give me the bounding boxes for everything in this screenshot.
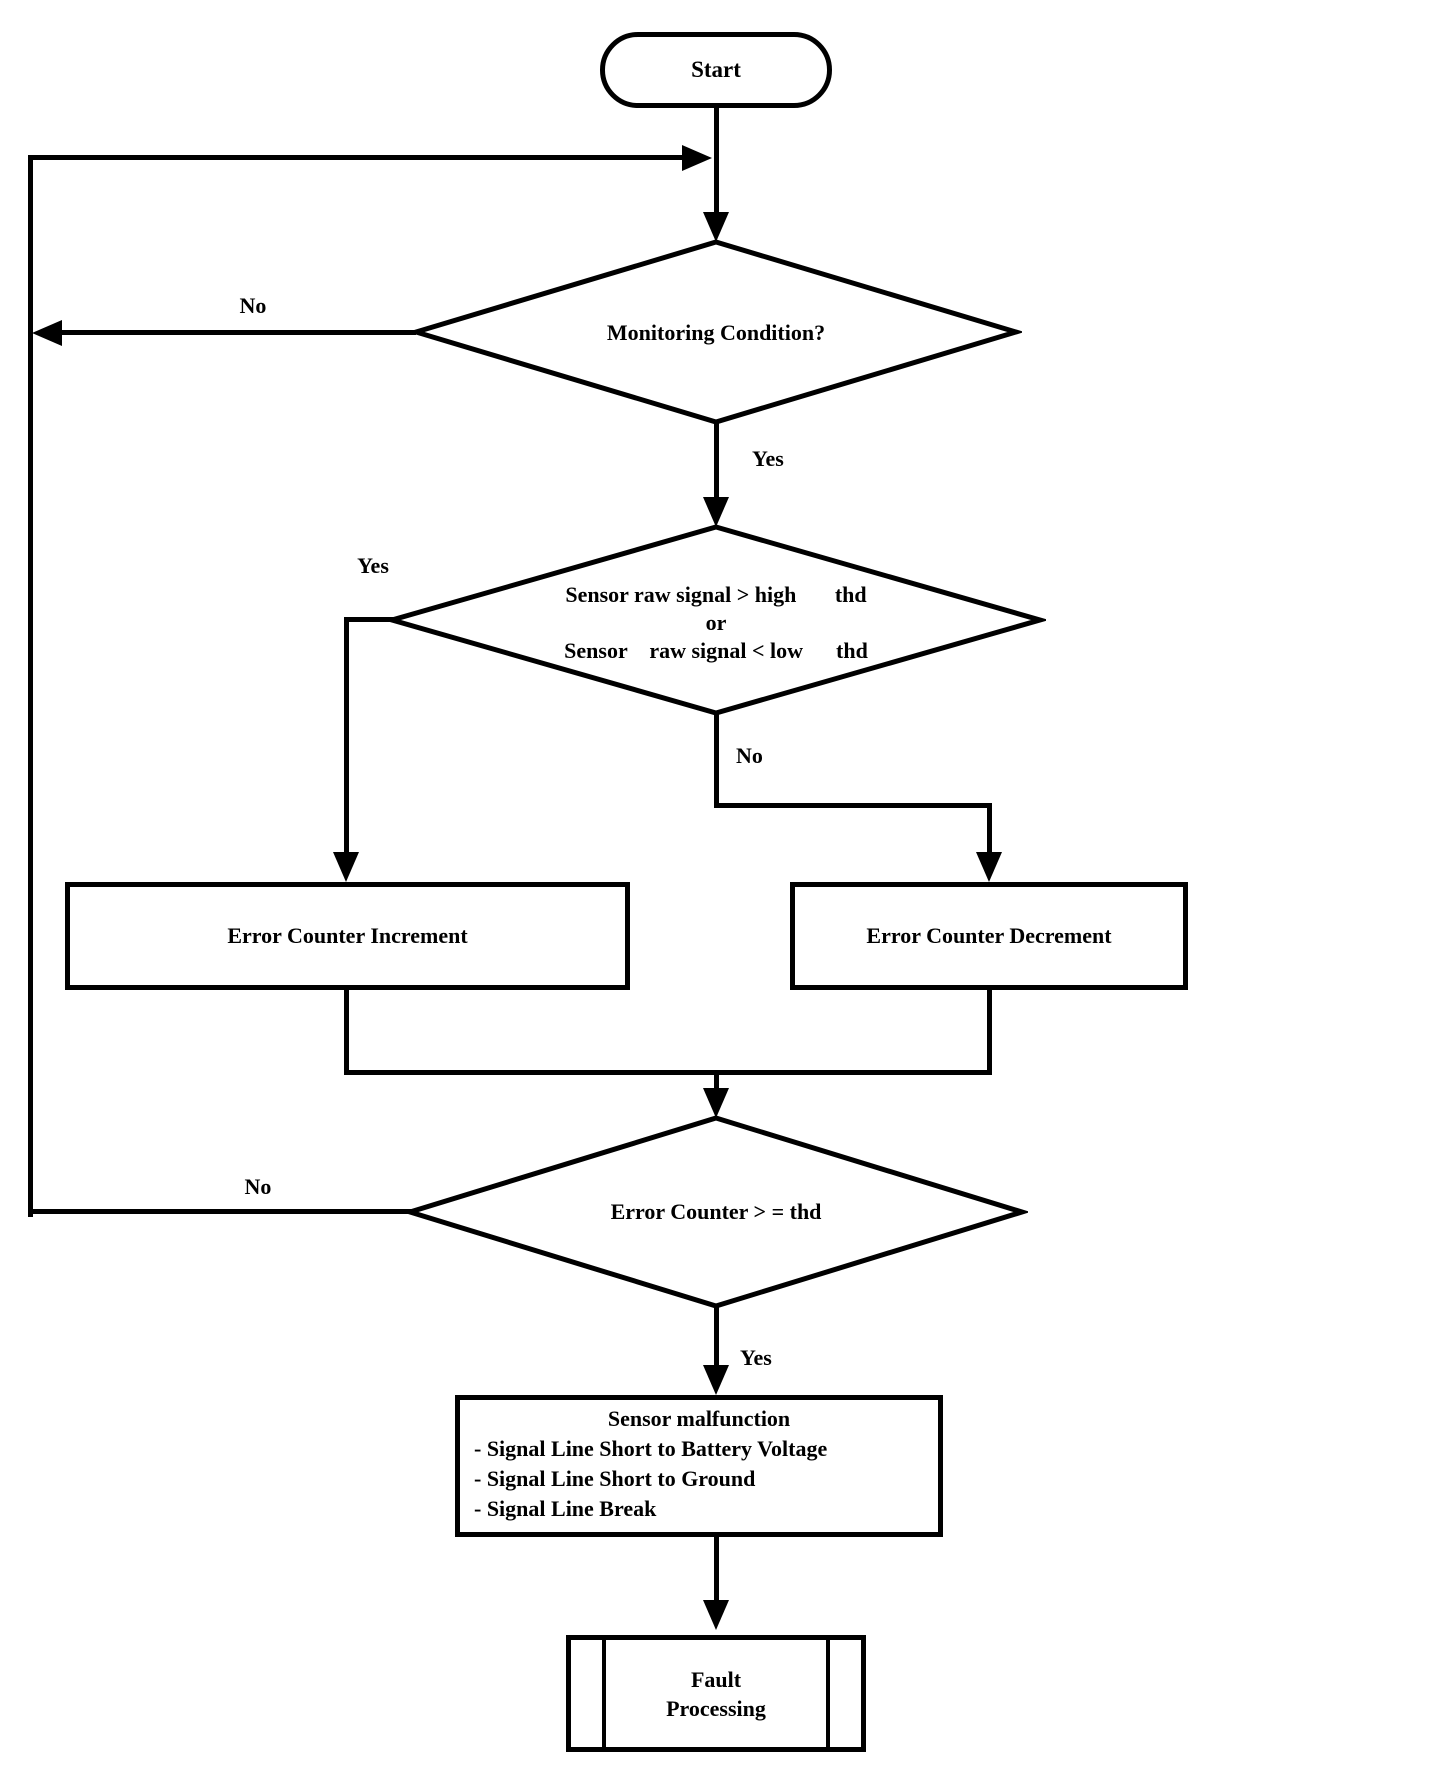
error-counter-threshold-label: Error Counter > = thd xyxy=(610,1199,822,1224)
sensor-signal-decision xyxy=(386,524,1046,716)
monitoring-yes-label: Yes xyxy=(752,446,784,471)
error-counter-decrement-process: Error Counter Decrement xyxy=(790,882,1188,990)
arrowhead-down-monitoring xyxy=(703,212,729,242)
arrowhead-down-malfunction xyxy=(703,1365,729,1395)
arrowhead-down-threshold xyxy=(703,1088,729,1118)
monitoring-condition-label: Monitoring Condition? xyxy=(606,320,826,345)
error-counter-increment-process: Error Counter Increment xyxy=(65,882,630,990)
error-counter-threshold-diamond xyxy=(404,1115,1028,1309)
threshold-yes-label: Yes xyxy=(740,1345,772,1370)
signal-no-label: No xyxy=(736,743,763,768)
monitoring-condition-diamond xyxy=(410,239,1022,425)
arrowhead-left-loop xyxy=(32,320,62,346)
fault-processing-label-line2: Processing xyxy=(666,1695,766,1721)
edge-threshold-yes-line xyxy=(714,1306,719,1365)
sensor-signal-label-line2: or xyxy=(705,610,727,635)
sensor-malfunction-title: Sensor malfunction xyxy=(607,1406,791,1431)
edge-start-to-monitoring-line xyxy=(714,108,719,212)
sensor-signal-label-line1: Sensor raw signal > high thd xyxy=(565,582,867,607)
loop-top-line xyxy=(28,155,682,160)
edge-signal-no-horizontal xyxy=(714,803,992,808)
fault-processing-right-bar xyxy=(826,1640,830,1747)
edge-monitoring-yes-line xyxy=(714,422,719,497)
sensor-signal-label-line3: Sensor raw signal < low thd xyxy=(564,638,868,663)
monitoring-no-label: No xyxy=(239,293,267,318)
fault-processing-label: Fault Processing xyxy=(666,1665,766,1723)
error-counter-threshold-decision xyxy=(404,1115,1028,1309)
edge-signal-no-vertical-1 xyxy=(714,713,719,808)
fault-processing-label-line1: Fault xyxy=(690,1666,742,1692)
arrowhead-down-signal-check xyxy=(703,497,729,527)
start-node: Start xyxy=(600,32,832,108)
edge-signal-yes-horizontal xyxy=(344,617,394,622)
sensor-signal-label: Sensor raw signal > high thd or Sensor r… xyxy=(466,581,966,665)
edge-signal-yes-vertical xyxy=(344,617,349,854)
edge-malfunction-to-fault-line xyxy=(714,1537,719,1600)
sensor-signal-diamond xyxy=(386,524,1046,716)
edge-merge-to-threshold-line xyxy=(714,1070,719,1088)
error-counter-decrement-label: Error Counter Decrement xyxy=(866,923,1112,948)
error-counter-increment-label: Error Counter Increment xyxy=(227,923,468,948)
sensor-malfunction-item-2: - Signal Line Short to Ground xyxy=(474,1466,756,1491)
arrowhead-right-into-main-axis xyxy=(682,145,712,171)
edge-monitoring-no-line xyxy=(62,330,416,335)
loop-left-line xyxy=(28,155,33,1217)
monitoring-condition-decision xyxy=(410,239,1022,425)
start-label: Start xyxy=(691,57,741,82)
sensor-malfunction-item-1: - Signal Line Short to Battery Voltage xyxy=(474,1436,828,1461)
signal-yes-label: Yes xyxy=(357,553,389,578)
edge-decrement-out-line xyxy=(987,988,992,1072)
sensor-malfunction-process: Sensor malfunction - Signal Line Short t… xyxy=(455,1395,943,1537)
sensor-malfunction-item-3: - Signal Line Break xyxy=(474,1496,657,1521)
merge-bar-line xyxy=(344,1070,992,1075)
fault-processing-subroutine: Fault Processing xyxy=(566,1635,866,1752)
fault-processing-left-bar xyxy=(602,1640,606,1747)
arrowhead-down-fault xyxy=(703,1600,729,1630)
sensor-malfunction-items: - Signal Line Short to Battery Voltage -… xyxy=(460,1434,938,1524)
edge-increment-out-line xyxy=(344,988,349,1072)
arrowhead-down-increment xyxy=(333,852,359,882)
edge-threshold-no-line xyxy=(28,1209,412,1214)
arrowhead-down-decrement xyxy=(976,852,1002,882)
edge-signal-no-vertical-2 xyxy=(987,803,992,852)
threshold-no-label: No xyxy=(244,1174,272,1199)
